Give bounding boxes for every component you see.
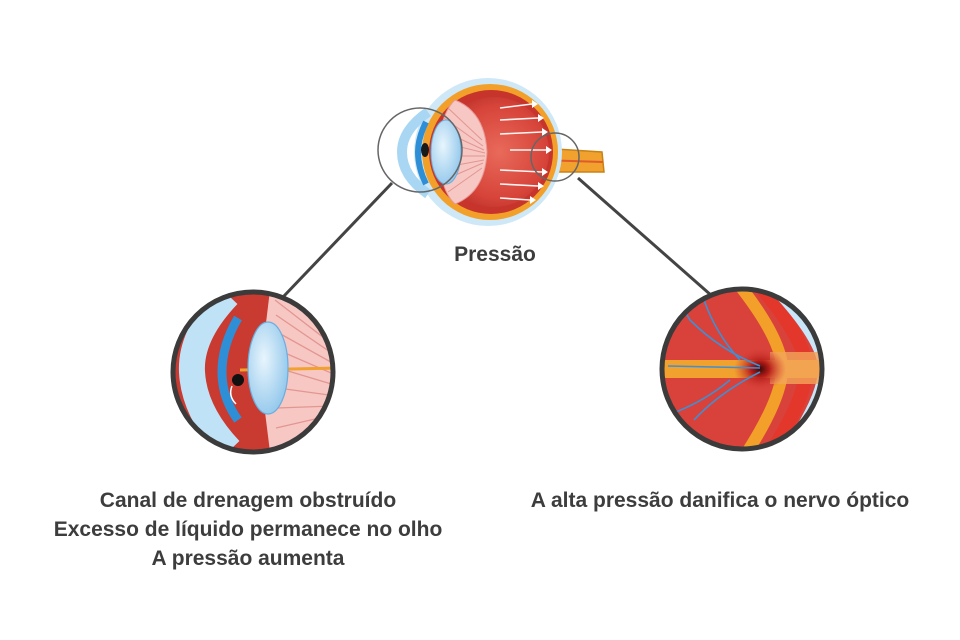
drainage-caption: Canal de drenagem obstruído Excesso de l… [20, 486, 476, 573]
connector-line-right [577, 176, 713, 298]
blocked-drainage-marker [232, 374, 244, 386]
caption-line: Canal de drenagem obstruído [99, 489, 397, 512]
optic-nerve-detail-circle [659, 286, 825, 452]
iris [414, 120, 429, 186]
detail-ring-right [659, 286, 825, 452]
lens-detail [247, 321, 289, 415]
connector-line-left [282, 181, 394, 298]
caption-line: Excesso de líquido permanece no olho [53, 518, 443, 541]
lens [430, 119, 462, 185]
iris-detail [217, 315, 242, 423]
caption-line: A alta pressão danifica o nervo óptico [530, 489, 910, 512]
nerve-damage-caption: A alta pressão danifica o nervo óptico [500, 486, 940, 515]
caption-line: A pressão aumenta [151, 547, 345, 570]
cornea-detail [178, 292, 240, 452]
zoom-marker-nerve [530, 132, 580, 182]
drainage-detail-circle [170, 289, 336, 455]
pressure-label: Pressão [454, 243, 536, 266]
detail-ring-left [170, 289, 336, 455]
zoom-marker-front [377, 107, 463, 193]
cornea [396, 107, 431, 199]
nerve-damage-spot [734, 347, 786, 391]
eye-cross-section [377, 78, 605, 226]
